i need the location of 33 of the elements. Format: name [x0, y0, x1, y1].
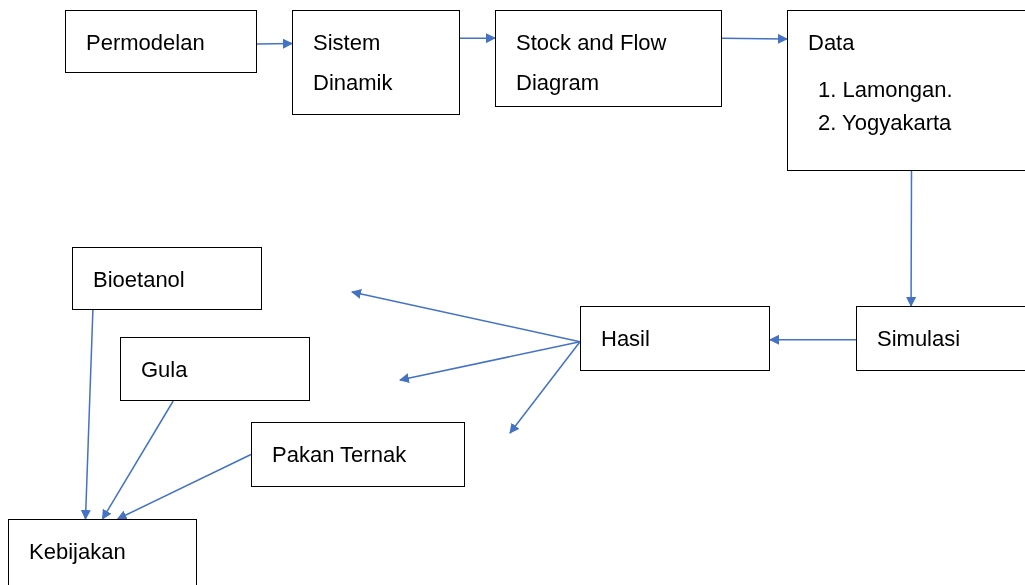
process-box: [856, 306, 1025, 371]
process-box: [580, 306, 770, 371]
box-label: Simulasi: [877, 325, 961, 353]
arrow: [459, 33, 496, 44]
arrow: [351, 289, 581, 343]
process-box: [65, 10, 257, 73]
process-box: [120, 337, 310, 401]
box-label: Bioetanol: [93, 266, 185, 294]
box-label: Sistem Dinamik: [313, 29, 394, 97]
arrow: [509, 341, 581, 434]
process-box: [251, 422, 465, 487]
box-label: Pakan Ternak: [272, 441, 407, 469]
process-box: [72, 247, 262, 310]
arrow: [769, 334, 857, 345]
arrow: [721, 33, 788, 44]
process-box: [495, 10, 722, 107]
process-box: [787, 10, 1025, 171]
box-label: Permodelan: [86, 29, 205, 57]
list-item: 2. Yogyakarta: [817, 109, 953, 137]
box-label: Stock and Flow Diagram: [516, 29, 668, 97]
arrow: [80, 309, 94, 520]
list-item: 1. Lamongan.: [817, 76, 954, 104]
arrow: [256, 38, 293, 49]
process-box: [8, 519, 197, 585]
arrow: [399, 341, 581, 383]
box-label: Hasil: [601, 325, 650, 353]
arrow: [906, 170, 917, 307]
arrow: [101, 400, 174, 520]
box-label: Gula: [141, 356, 188, 384]
box-label: Data: [808, 29, 855, 57]
box-label: Kebijakan: [29, 538, 126, 566]
process-box: [292, 10, 460, 115]
arrow: [116, 453, 252, 520]
